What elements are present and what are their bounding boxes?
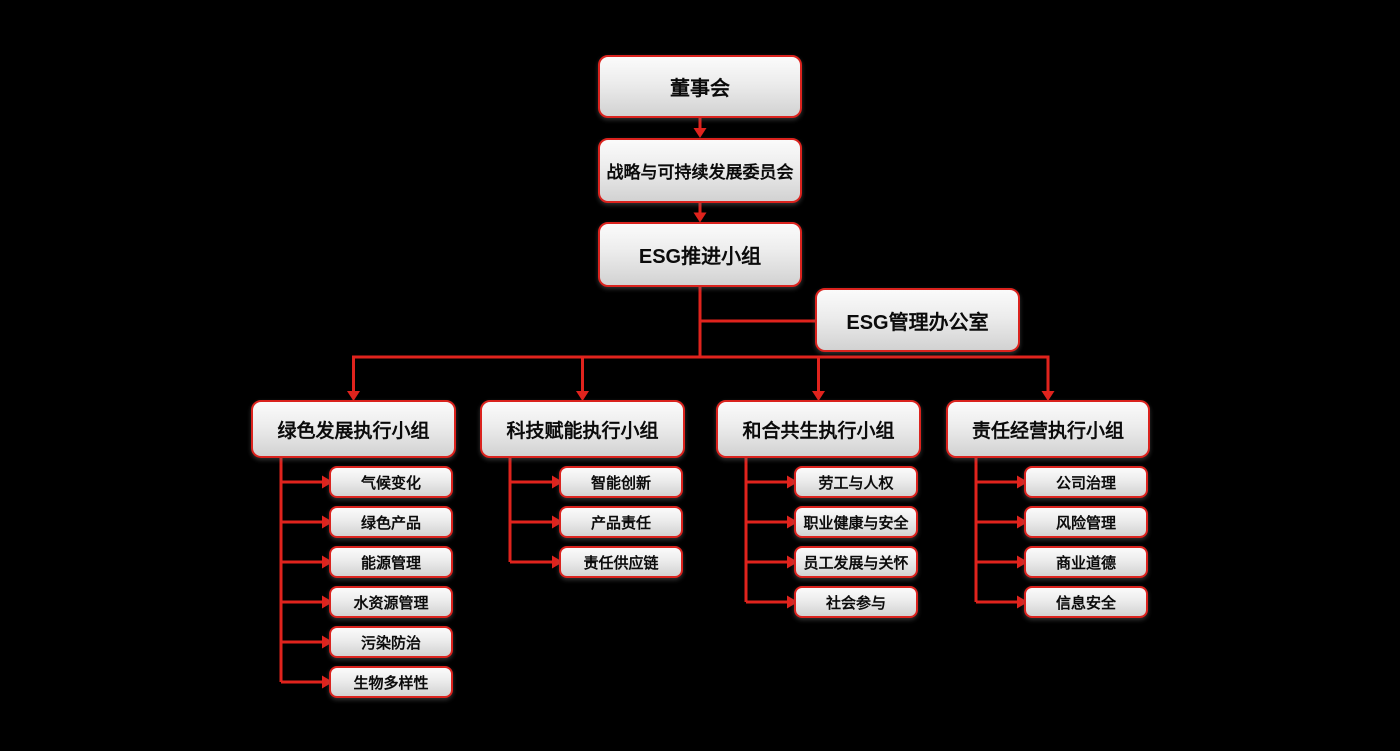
- arrowhead-icon: [322, 515, 333, 529]
- arrowhead-icon: [322, 555, 333, 569]
- group-green-development: 绿色发展执行小组: [251, 400, 456, 458]
- arrowhead-icon: [322, 475, 333, 489]
- arrowhead-icon: [322, 635, 333, 649]
- leaf-biodiversity: 生物多样性: [329, 666, 453, 698]
- arrowhead-icon: [787, 475, 798, 489]
- arrowhead-icon: [1041, 391, 1055, 401]
- leaf-climate-change: 气候变化: [329, 466, 453, 498]
- arrowhead-icon: [693, 128, 707, 138]
- leaf-employee-development-care: 员工发展与关怀: [794, 546, 918, 578]
- leaf-energy-management: 能源管理: [329, 546, 453, 578]
- leaf-pollution-control: 污染防治: [329, 626, 453, 658]
- node-esg-management-office: ESG管理办公室: [815, 288, 1020, 352]
- leaf-product-responsibility: 产品责任: [559, 506, 683, 538]
- arrowhead-icon: [576, 391, 589, 401]
- arrowhead-icon: [787, 515, 798, 529]
- leaf-green-products: 绿色产品: [329, 506, 453, 538]
- arrowhead-icon: [322, 675, 333, 689]
- leaf-labor-human-rights: 劳工与人权: [794, 466, 918, 498]
- arrowhead-icon: [347, 391, 360, 401]
- arrowhead-icon: [552, 475, 563, 489]
- node-strategy-sustainability-committee: 战略与可持续发展委员会: [598, 138, 802, 203]
- leaf-information-security: 信息安全: [1024, 586, 1148, 618]
- arrowhead-icon: [693, 212, 707, 223]
- arrowhead-icon: [322, 595, 333, 609]
- leaf-risk-management: 风险管理: [1024, 506, 1148, 538]
- arrowhead-icon: [1017, 475, 1028, 489]
- leaf-corporate-governance: 公司治理: [1024, 466, 1148, 498]
- arrowhead-icon: [1017, 595, 1028, 609]
- arrowhead-icon: [787, 555, 798, 569]
- node-esg-promotion-team: ESG推进小组: [598, 222, 802, 287]
- arrowhead-icon: [787, 595, 798, 609]
- group-harmonious-symbiosis: 和合共生执行小组: [716, 400, 921, 458]
- leaf-business-ethics: 商业道德: [1024, 546, 1148, 578]
- arrowhead-icon: [1017, 555, 1028, 569]
- leaf-social-participation: 社会参与: [794, 586, 918, 618]
- arrowhead-icon: [1017, 515, 1028, 529]
- arrowhead-icon: [552, 515, 563, 529]
- leaf-responsible-supply-chain: 责任供应链: [559, 546, 683, 578]
- arrowhead-icon: [552, 555, 563, 569]
- leaf-water-resource-management: 水资源管理: [329, 586, 453, 618]
- group-tech-empowerment: 科技赋能执行小组: [480, 400, 685, 458]
- node-board: 董事会: [598, 55, 802, 118]
- group-responsible-operation: 责任经营执行小组: [946, 400, 1150, 458]
- leaf-smart-innovation: 智能创新: [559, 466, 683, 498]
- leaf-occupational-health-safety: 职业健康与安全: [794, 506, 918, 538]
- arrowhead-icon: [812, 391, 825, 401]
